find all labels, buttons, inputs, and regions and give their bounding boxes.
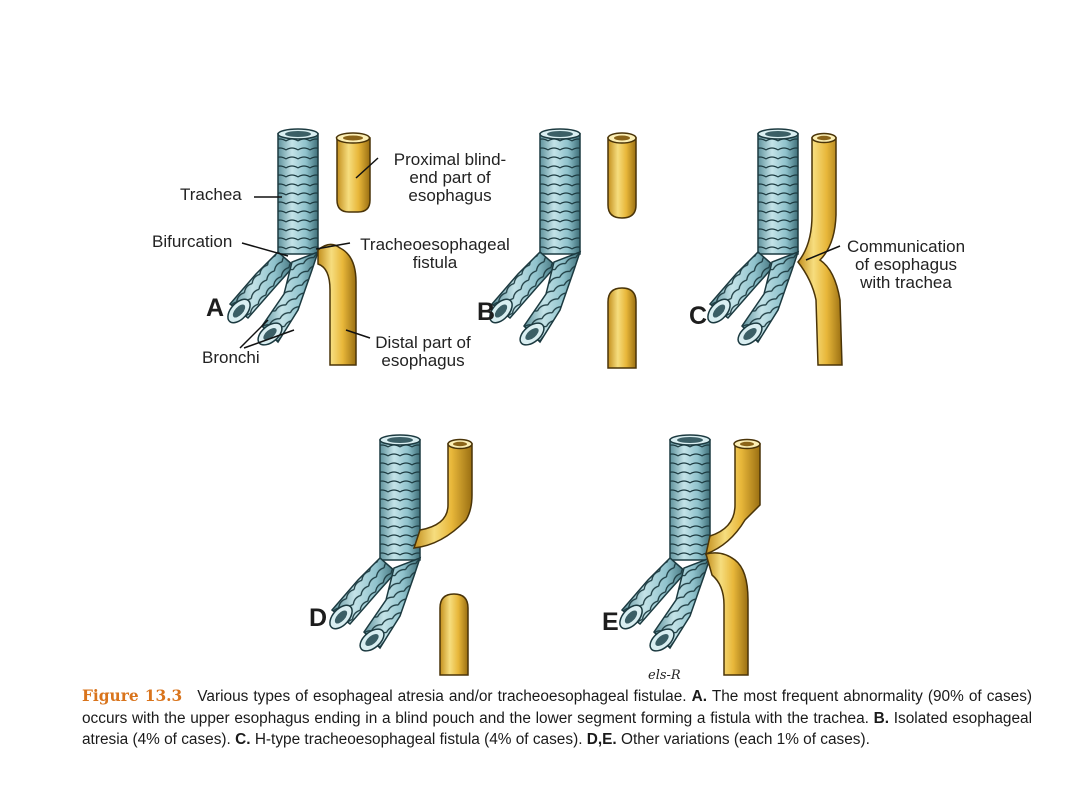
caption-b-text: Isolated esophageal atresia (4% of cases… <box>82 709 1032 749</box>
panel-e-diagram <box>614 434 761 676</box>
bronchi-label: Bronchi <box>202 348 260 367</box>
fistula-label: Tracheoesophageal fistula <box>350 236 520 272</box>
distal-esophagus-label: Distal part of esophagus <box>368 334 478 370</box>
caption-c-label: C. <box>235 731 251 748</box>
distal-esophagus-fistula <box>705 552 749 676</box>
panel-c-diagram <box>702 128 843 366</box>
communication-label-line-3: with trachea <box>860 273 952 292</box>
proximal-label-line-1: Proximal blind- <box>393 150 507 169</box>
proximal-label-line-3: esophagus <box>408 186 492 205</box>
communication-label: Communication of esophagus with trachea <box>838 238 974 292</box>
communication-label-line-1: Communication <box>846 237 966 256</box>
proximal-label-line-2: end part of <box>409 168 491 187</box>
distal-esophagus-pouch <box>439 593 469 676</box>
distal-esophagus-pouch <box>607 287 637 369</box>
panel-b-diagram <box>484 128 637 369</box>
caption-a-label: A. <box>691 688 708 705</box>
fistula-label-line-1: Tracheoesophageal <box>360 235 510 254</box>
panel-letter-c: C <box>689 302 708 330</box>
proximal-esophagus-fistula <box>704 443 761 556</box>
proximal-esophagus-pouch <box>607 137 637 219</box>
bifurcation-label: Bifurcation <box>152 232 233 251</box>
caption-intro: Various types of esophageal atresia and/… <box>197 688 687 705</box>
distal-esophagus <box>317 243 357 366</box>
caption-c-text: H-type tracheoesophageal fistula (4% of … <box>254 731 583 748</box>
panel-letter-a: A <box>206 294 225 322</box>
proximal-esophagus-fistula <box>412 443 473 549</box>
figure-label: Figure 13.3 <box>82 687 183 705</box>
caption-de-label: D,E. <box>586 731 617 748</box>
h-type-esophagus <box>797 137 843 366</box>
panel-letter-d: D <box>309 604 328 632</box>
fistula-label-line-2: fistula <box>412 253 458 272</box>
distal-label-line-1: Distal part of <box>375 333 471 352</box>
caption-de-text: Other variations (each 1% of cases). <box>620 731 870 748</box>
panel-a-diagram <box>222 128 371 366</box>
proximal-esophagus-label: Proximal blind- end part of esophagus <box>380 151 520 205</box>
panel-letter-b: B <box>477 298 496 326</box>
distal-label-line-2: esophagus <box>381 351 465 370</box>
trachea-label: Trachea <box>180 185 242 204</box>
panel-letter-e: E <box>602 608 619 636</box>
leader-lines <box>239 157 841 349</box>
caption-b-label: B. <box>873 709 890 727</box>
caption-a-text: The most frequent abnormality (90% of ca… <box>82 688 1033 727</box>
proximal-esophagus-pouch <box>336 137 371 213</box>
panel-d-diagram <box>324 434 473 676</box>
figure-caption: Figure 13.3 Various types of esophageal … <box>82 686 1032 751</box>
artist-signature: els-R <box>648 668 681 683</box>
communication-label-line-2: of esophagus <box>854 255 958 274</box>
